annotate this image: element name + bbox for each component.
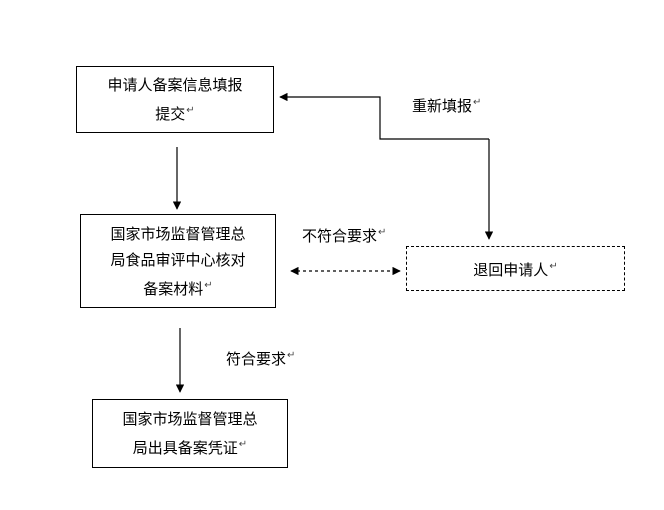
paragraph-mark: ↵	[186, 105, 195, 116]
issue-node-line2: 局出具备案凭证	[132, 439, 238, 457]
label-refill-text: 重新填报	[412, 97, 473, 115]
paragraph-mark: ↵	[549, 261, 558, 272]
review-node-line2: 局食品审评中心核对	[110, 250, 246, 269]
review-node-line3: 备案材料	[143, 279, 204, 298]
return-node-line1: 退回申请人	[473, 261, 549, 279]
issue-node: 国家市场监督管理总 局出具备案凭证↵	[92, 399, 288, 468]
submit-node-line1: 申请人备案信息填报	[107, 76, 243, 94]
label-not-meet-text: 不符合要求	[302, 227, 378, 245]
review-node-line1: 国家市场监督管理总	[110, 224, 246, 243]
label-meet-text: 符合要求	[226, 350, 287, 368]
label-meet: 符合要求↵	[226, 348, 295, 369]
paragraph-mark: ↵	[473, 97, 482, 108]
paragraph-mark: ↵	[287, 350, 296, 361]
submit-node-line2: 提交	[155, 105, 186, 123]
label-not-meet: 不符合要求↵	[302, 225, 386, 246]
arrow-loop-to-submit	[279, 92, 489, 140]
issue-node-line1: 国家市场监督管理总	[122, 410, 258, 428]
return-node: 退回申请人↵	[406, 246, 625, 291]
label-refill: 重新填报↵	[412, 95, 481, 116]
paragraph-mark: ↵	[238, 439, 248, 450]
submit-node: 申请人备案信息填报 提交↵	[76, 66, 274, 133]
paragraph-mark: ↵	[204, 279, 213, 291]
review-node: 国家市场监督管理总 局食品审评中心核对 备案材料↵	[80, 214, 276, 308]
paragraph-mark: ↵	[378, 227, 387, 238]
